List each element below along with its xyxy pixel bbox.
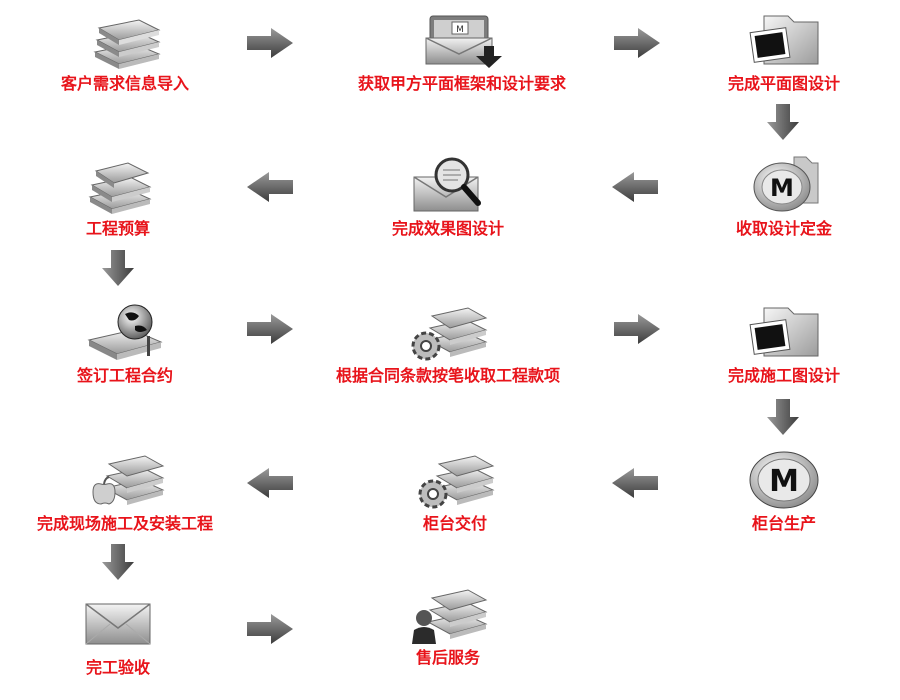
m-badge-icon: M: [753, 156, 819, 212]
step-label: 客户需求信息导入: [60, 74, 189, 93]
step-label: 完成施工图设计: [727, 366, 840, 385]
svg-text:M: M: [769, 464, 799, 499]
book-globe-icon: [87, 304, 163, 360]
step-label: 完工验收: [85, 658, 150, 677]
step-collect-deposit: M 收取设计定金: [624, 153, 900, 239]
books-gear-icon: [418, 455, 495, 509]
step-label: 售后服务: [415, 648, 480, 667]
stacked-books-icon: [93, 19, 161, 69]
arrow-right-icon: [247, 614, 293, 644]
svg-text:M: M: [770, 174, 794, 202]
arrow-down-icon: [102, 544, 134, 580]
step-collect-payments: 根据合同条款按笔收取工程款项: [288, 300, 608, 386]
svg-text:M: M: [456, 25, 464, 35]
arrow-right-icon: [247, 28, 293, 58]
step-label: 柜台交付: [422, 514, 487, 533]
arrow-left-icon: [612, 172, 658, 202]
step-label: 工程预算: [85, 219, 150, 238]
arrow-left-icon: [247, 468, 293, 498]
step-budget: 工程预算: [0, 153, 278, 239]
step-cabinet-delivery: 柜台交付: [295, 448, 615, 534]
arrow-left-icon: [612, 468, 658, 498]
step-label: 签订工程合约: [76, 366, 173, 385]
step-label: 根据合同条款按笔收取工程款项: [335, 366, 560, 385]
arrow-right-icon: [614, 314, 660, 344]
step-label: 收取设计定金: [735, 219, 832, 238]
books-person-icon: [412, 589, 488, 644]
step-obtain-framework: M 获取甲方平面框架和设计要求: [302, 8, 622, 94]
arrow-right-icon: [614, 28, 660, 58]
step-floor-plan: 完成平面图设计: [624, 8, 900, 94]
arrow-left-icon: [247, 172, 293, 202]
arrow-down-icon: [102, 250, 134, 286]
arrow-down-icon: [767, 399, 799, 435]
step-label: 柜台生产: [751, 514, 816, 533]
envelope-download-icon: M: [425, 15, 502, 68]
step-label: 完成现场施工及安装工程: [36, 514, 213, 533]
stacked-books-icon: [88, 162, 152, 214]
envelope-magnifier-icon: [413, 157, 481, 212]
folder-photo-icon: [749, 15, 819, 65]
arrow-right-icon: [247, 314, 293, 344]
books-apple-icon: [92, 455, 165, 505]
step-rendering-design: 完成效果图设计: [288, 153, 608, 239]
arrow-down-icon: [767, 104, 799, 140]
step-label: 完成效果图设计: [391, 219, 504, 238]
step-completion-acceptance: 完工验收: [0, 592, 278, 678]
step-customer-requirements: 客户需求信息导入: [0, 8, 285, 94]
step-cabinet-production: M 柜台生产: [624, 448, 900, 534]
m-badge-icon: M: [749, 451, 819, 509]
envelope-icon: [85, 603, 151, 645]
step-label: 获取甲方平面框架和设计要求: [357, 74, 566, 93]
books-gear-icon: [411, 307, 488, 361]
folder-photo-icon: [749, 307, 819, 357]
step-after-sales: 售后服务: [288, 582, 608, 668]
step-sign-contract: 签订工程合约: [0, 300, 285, 386]
step-onsite-installation: 完成现场施工及安装工程: [0, 448, 285, 534]
step-construction-drawing: 完成施工图设计: [624, 300, 900, 386]
step-label: 完成平面图设计: [727, 74, 840, 93]
